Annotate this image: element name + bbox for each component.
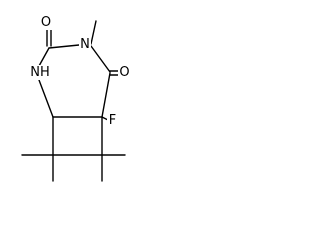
chemical-structure-diagram: O N NH O F [21, 15, 131, 182]
atom-label-oxygen-top: O [41, 15, 51, 30]
atom-label-layer: O N NH O F [30, 15, 131, 128]
atom-label-nitrogen-methyl: N [80, 37, 90, 52]
bond-n3-c4 [90, 45, 111, 73]
atom-fluorine: F [107, 113, 118, 128]
atom-nitrogen-h: NH [30, 65, 51, 80]
bond-n3-methyl [90, 20, 97, 45]
atom-label-nitrogen-h: NH [30, 65, 50, 80]
atom-label-oxygen-right: O [119, 65, 129, 80]
atom-oxygen-right: O [118, 65, 131, 80]
atom-oxygen-top: O [40, 15, 52, 30]
bond-c2-nh [38, 47, 50, 67]
atom-label-fluorine: F [109, 113, 116, 128]
atom-nitrogen-methyl: N [79, 37, 91, 52]
bond-c4-c5 [101, 72, 111, 118]
bond-c2-n3 [48, 44, 80, 49]
bond-nh-c6 [38, 79, 54, 118]
bond-layer [21, 20, 126, 182]
